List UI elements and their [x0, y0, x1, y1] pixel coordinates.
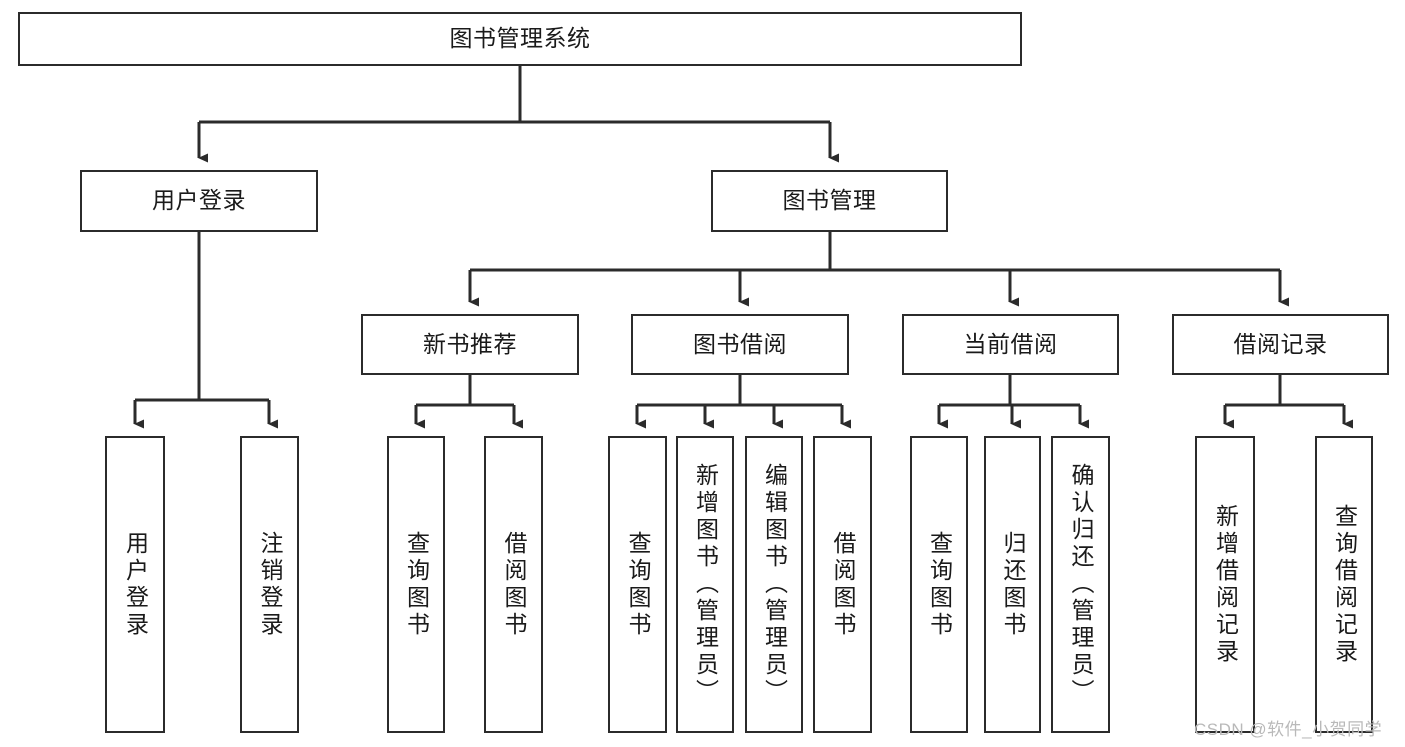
node-label-leaf-query-record: 查询借阅记录: [1331, 503, 1358, 666]
connectors-current-borrow: [937, 375, 1089, 429]
node-leaf-query-book-2[interactable]: 查询图书: [608, 436, 667, 733]
node-leaf-query-record[interactable]: 查询借阅记录: [1315, 436, 1373, 733]
node-label-leaf-logout: 注销登录: [257, 530, 283, 639]
node-book-manage[interactable]: 图书管理: [711, 170, 948, 232]
node-label-leaf-query-book-3: 查询图书: [926, 530, 953, 639]
node-label-root: 图书管理系统: [449, 25, 591, 52]
node-label-leaf-add-record: 新增借阅记录: [1212, 503, 1239, 666]
node-label-book-borrow: 图书借阅: [693, 330, 787, 357]
connectors-new-book-rec: [414, 375, 523, 429]
node-leaf-return-book[interactable]: 归还图书: [984, 436, 1041, 733]
node-label-leaf-return-book: 归还图书: [1000, 530, 1026, 639]
node-label-new-book-rec: 新书推荐: [423, 330, 517, 357]
node-leaf-borrow-book-1[interactable]: 借阅图书: [484, 436, 543, 733]
node-label-leaf-edit-book: 编辑图书（管理员）: [761, 463, 788, 706]
connectors-user-login: [133, 232, 278, 429]
node-label-user-login: 用户登录: [152, 187, 246, 214]
node-root[interactable]: 图书管理系统: [18, 12, 1022, 66]
connectors-book-manage: [468, 232, 1289, 307]
node-label-book-manage: 图书管理: [782, 187, 877, 214]
node-leaf-query-book-3[interactable]: 查询图书: [910, 436, 968, 733]
node-label-leaf-query-book-1: 查询图书: [403, 530, 430, 639]
connectors-borrow-record: [1223, 375, 1353, 429]
node-leaf-query-book-1[interactable]: 查询图书: [387, 436, 445, 733]
connectors-book-borrow: [635, 375, 851, 429]
node-new-book-rec[interactable]: 新书推荐: [361, 314, 579, 375]
node-leaf-edit-book[interactable]: 编辑图书（管理员）: [745, 436, 803, 733]
node-label-leaf-query-book-2: 查询图书: [625, 530, 651, 639]
node-label-leaf-borrow-book-2: 借阅图书: [830, 530, 856, 639]
node-label-leaf-confirm-return: 确认归还（管理员）: [1068, 463, 1094, 706]
node-leaf-borrow-book-2[interactable]: 借阅图书: [813, 436, 872, 733]
node-current-borrow[interactable]: 当前借阅: [902, 314, 1119, 375]
node-label-leaf-add-book: 新增图书（管理员）: [692, 463, 719, 706]
node-label-leaf-borrow-book-1: 借阅图书: [501, 530, 527, 639]
node-label-leaf-user-login: 用户登录: [122, 530, 149, 639]
node-leaf-add-record[interactable]: 新增借阅记录: [1195, 436, 1255, 733]
node-user-login[interactable]: 用户登录: [80, 170, 318, 232]
node-book-borrow[interactable]: 图书借阅: [631, 314, 849, 375]
node-leaf-user-login[interactable]: 用户登录: [105, 436, 165, 733]
node-leaf-confirm-return[interactable]: 确认归还（管理员）: [1051, 436, 1110, 733]
node-label-borrow-record: 借阅记录: [1233, 330, 1328, 357]
node-leaf-logout[interactable]: 注销登录: [240, 436, 299, 733]
node-leaf-add-book[interactable]: 新增图书（管理员）: [676, 436, 734, 733]
node-borrow-record[interactable]: 借阅记录: [1172, 314, 1389, 375]
node-label-current-borrow: 当前借阅: [963, 330, 1058, 357]
connectors-root: [197, 66, 839, 163]
